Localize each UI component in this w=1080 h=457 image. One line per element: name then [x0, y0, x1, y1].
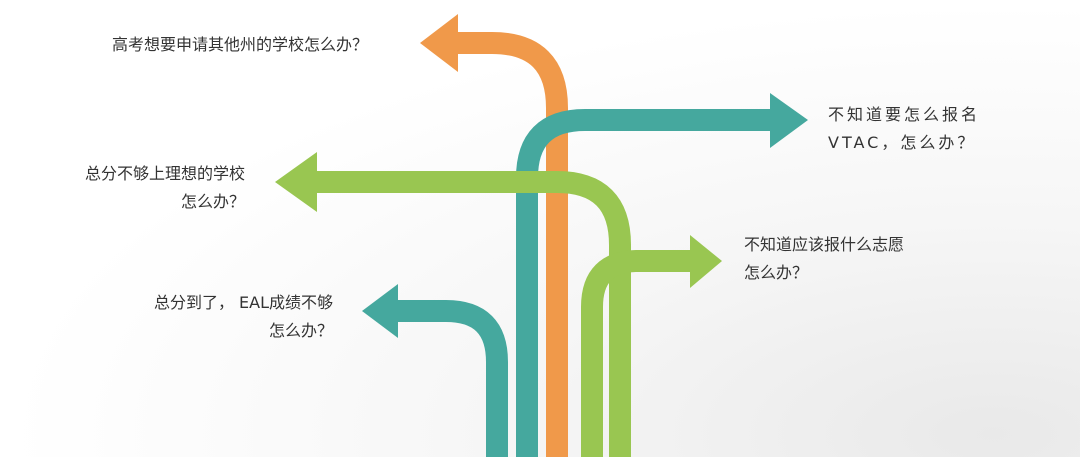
orange-arrowhead: [420, 14, 458, 72]
label-teal-left: 总分到了， EAL成绩不够 怎么办？: [110, 289, 333, 345]
label-line: 怎么办？: [744, 263, 809, 282]
orange-path: [455, 32, 568, 457]
label-line: 高考想要申请其他州的学校怎么办？: [112, 35, 369, 54]
green-right-arrowhead: [690, 235, 722, 288]
teal-right-arrowhead: [770, 93, 808, 148]
label-orange-top: 高考想要申请其他州的学校怎么办？: [112, 31, 368, 59]
label-line: 怎么办？: [180, 192, 245, 211]
teal-left-path: [398, 300, 508, 457]
label-green-left: 总分不够上理想的学校 怎么办？: [40, 160, 245, 216]
label-line: 不知道应该报什么志愿: [744, 235, 905, 254]
green-left-path: [317, 171, 631, 457]
label-green-right: 不知道应该报什么志愿 怎么办？: [744, 231, 904, 287]
teal-left-arrowhead: [362, 284, 398, 338]
label-line: VTAC，怎么办？: [828, 133, 977, 152]
label-teal-right: 不知道要怎么报名 VTAC，怎么办？: [828, 101, 980, 157]
label-line: 不知道要怎么报名: [828, 105, 981, 124]
green-right-path: [581, 250, 690, 457]
label-line: 总分到了， EAL成绩不够: [153, 293, 333, 312]
label-line: 总分不够上理想的学校: [84, 164, 245, 183]
green-left-arrowhead: [275, 152, 317, 212]
label-line: 怎么办？: [268, 321, 333, 340]
